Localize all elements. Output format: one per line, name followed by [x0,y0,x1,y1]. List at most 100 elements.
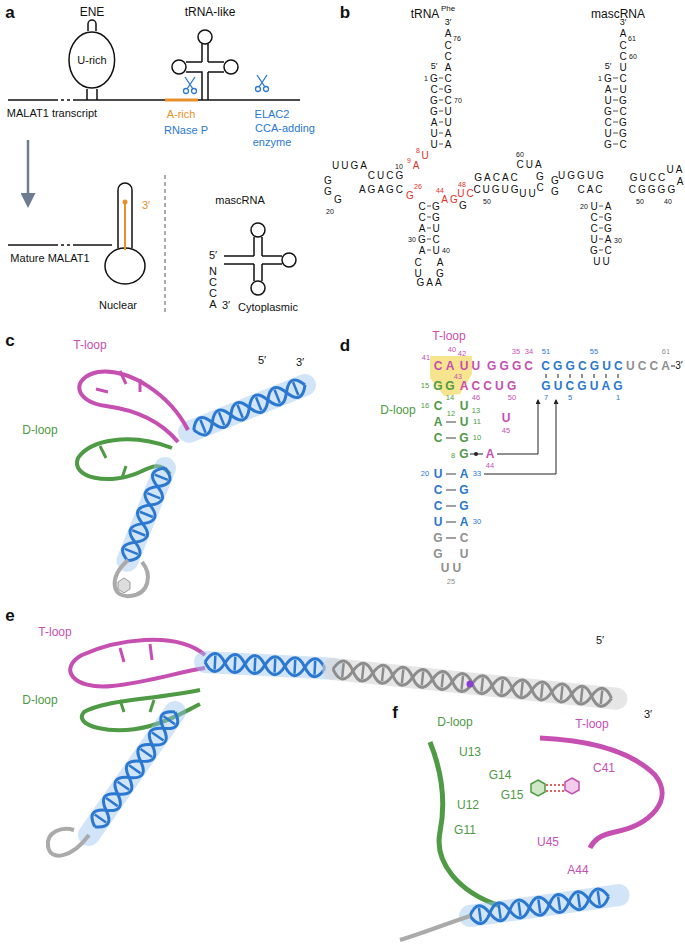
nucleotide-sequence: GUCGUAG [538,380,626,392]
strand-end-label: 3′ [675,361,682,371]
mature-cartoon [8,183,145,284]
strand-end-label: 3′ [296,357,304,368]
nucleotide-sequence: GGUCU [431,201,441,256]
nucleotide-sequence: CCAGA [417,201,427,256]
residue-number: 61 [662,348,670,356]
annotation-label: C41 [593,762,615,774]
strand-end-label: 3′ [445,18,452,27]
figure-stroke [282,253,296,267]
nucleotide-sequence: CAC [575,185,604,195]
nucleotide-sequence: A [413,161,420,171]
residue-number: 40 [448,346,456,354]
nucleotide-sequence: UUG [458,398,470,446]
nucleotide-sequence: CAC [432,398,444,446]
annotation-label: D-loop [380,404,415,416]
nucleotide-sequence: CGGGG [627,185,677,195]
helix-ribbon [205,653,334,678]
figure-stroke [8,99,55,101]
nucleotide-sequence: AG [439,195,459,205]
nucleotide-sequence: GAUGCUG [603,73,613,150]
nucleotide-sequence: NCCA [208,266,219,310]
nucleotide-sequence: UCCU [432,466,444,530]
nucleotide-sequence: CU [458,530,470,562]
residue-number: 46 [472,394,480,402]
loop-ribbon [48,829,89,856]
figure-stroke [184,89,189,94]
t-loop-ribbon [70,640,205,687]
residue-number: 26 [414,183,422,190]
nucleotide-sequence: A [620,29,627,39]
figure-stroke [613,78,618,144]
annotation-label: A44 [567,864,588,876]
annotation-label: U12 [457,799,479,811]
nucleotide-sequence: UU [457,360,484,372]
annotation-label: Phe [441,5,455,13]
figure-stroke [89,712,175,835]
residue-number: 76 [453,35,461,42]
residue-number: 35 [512,348,520,356]
annotation-label: U13 [459,746,481,758]
figure-stroke [205,653,326,677]
annotation-label: tRNA-like [185,6,236,18]
strand-end-label: 3′ [644,709,652,720]
figure-stroke [88,20,96,31]
nucleotide-sequence: G [334,195,342,205]
residue-number: 30 [473,518,481,526]
residue-number: 10 [473,434,481,442]
annotation-label: CCA-adding [255,123,315,134]
strand-end-label: 5′ [431,62,438,71]
residue-number: 61 [628,35,636,42]
figure-stroke [439,78,443,144]
figure-stroke [172,60,186,74]
figure-stroke [200,382,298,432]
transcript-cartoon [8,20,300,100]
nucleotide-sequence: GG [432,530,444,562]
annotation-label: Cytoplasmic [238,302,298,313]
figure-stroke [87,707,182,832]
figure-stroke [8,244,55,246]
residue-number: 70 [454,97,462,104]
residue-number: 9 [407,157,411,164]
nucleotide-sequence: CCUCUGCGGC [618,40,628,150]
residue-number: 10 [395,163,403,170]
figure-stroke [484,400,556,474]
figure-stroke [205,653,326,677]
base-ring [531,780,545,796]
residue-number: 30 [614,237,622,244]
residue-number: 50 [508,394,516,402]
annotation-label: mascRNA [591,8,645,20]
residue-number: 44 [436,187,444,194]
figure-stroke [186,44,224,100]
residue-number: 14 [446,394,454,402]
residue-number: 55 [590,348,598,356]
residue-number: 48 [458,181,466,188]
nucleotide-sequence: A [486,448,495,460]
residue-number: 44 [486,462,494,470]
residue-number: 50 [483,198,491,205]
figure-stroke [332,660,612,707]
figure-stroke [87,89,97,100]
nucleotide-sequence: UA [665,165,685,175]
residue-number: 1 [598,75,602,82]
panel-letter: c [5,332,14,349]
residue-number: 11 [473,418,481,426]
annotation-label: tRNA [411,8,440,20]
nucleotide-sequence: AGGAC [603,201,613,256]
residue-number: 1 [424,75,428,82]
residue-number: 45 [502,427,510,435]
helix-ribbon [332,660,617,708]
figure-stroke [105,248,145,284]
annotation-label: A-rich [167,109,196,120]
nucleotide-sequence: UU [517,189,537,199]
nucleotide-sequence: A [445,29,452,39]
residue-number: 12 [447,410,455,418]
residue-number: 40 [664,198,672,205]
nucleotide-sequence: A [677,177,684,187]
nucleotide-sequence: GG [550,175,560,197]
nucleotide-sequence: ACCUG [457,380,520,392]
residue-number: 51 [542,348,550,356]
base-sticks [120,644,152,662]
figure-stroke [264,87,269,92]
nucleotide-sequence: GGGC [484,360,536,372]
